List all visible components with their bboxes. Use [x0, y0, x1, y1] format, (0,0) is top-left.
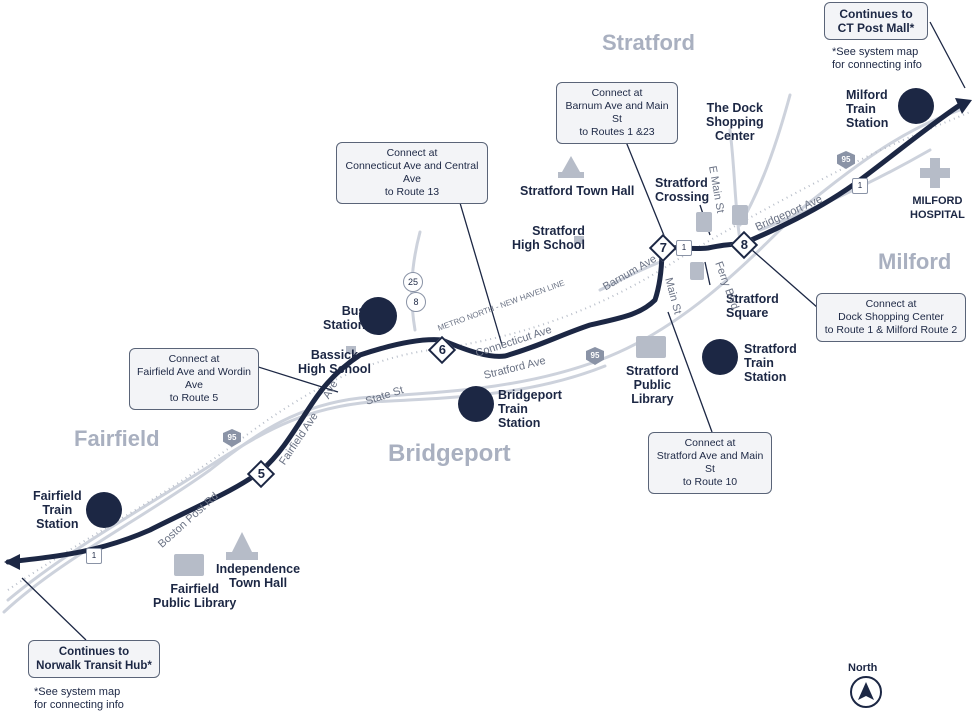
milford-hospital-cross-h [920, 168, 950, 178]
place-dock: The Dock Shopping Center [706, 101, 764, 143]
barnum-road [598, 260, 662, 292]
place-stratford-train: Stratford Train Station [744, 342, 797, 384]
city-stratford: Stratford [602, 30, 695, 55]
rt25-shield: 25 [403, 272, 423, 292]
place-milford-train: Milford Train Station [846, 88, 889, 130]
leader-ct-ave [454, 185, 503, 346]
leader-stratford-ave [667, 311, 713, 433]
place-stratford-crossing: Stratford Crossing [655, 176, 710, 204]
place-fairfield-train: Fairfield Train Station [33, 489, 82, 531]
place-bridgeport-train: Bridgeport Train Station [498, 388, 562, 430]
i95-shield-fairfield: 95 [223, 429, 241, 447]
dock-building [732, 205, 748, 225]
bridgeport-train-icon [458, 386, 494, 422]
place-bassick: Bassick High School [298, 348, 371, 376]
callout-ct-post: Continues to CT Post Mall* [824, 2, 928, 40]
callout-dock: Connect at Dock Shopping Center to Route… [816, 293, 966, 342]
stratford-train-icon [702, 339, 738, 375]
fairfield-library-book [174, 554, 204, 576]
city-milford: Milford [878, 249, 952, 274]
city-fairfield: Fairfield [74, 426, 160, 451]
stop-7-number: 7 [659, 240, 667, 256]
leader-dock [751, 249, 819, 309]
rt8-shield: 8 [406, 292, 426, 312]
metro-north-rail [7, 111, 971, 591]
leader-norwalk [21, 577, 87, 641]
bus-station-icon [359, 297, 397, 335]
place-fairfield-library: Fairfield Public Library [153, 582, 237, 610]
stop-8-number: 8 [740, 237, 748, 253]
i95-shield-stratford: 95 [586, 347, 604, 365]
us1-shield-stratford: 1 [676, 240, 692, 256]
stratford-library-book [636, 336, 666, 358]
crossing-building [696, 212, 712, 232]
flag-bassick [346, 346, 356, 354]
callout-ct-ave: Connect at Connecticut Ave and Central A… [336, 142, 488, 204]
callout-stratford-ave: Connect at Stratford Ave and Main St to … [648, 432, 772, 494]
i95-road-2 [6, 364, 607, 602]
flag-stratford-hs [574, 236, 584, 244]
note-ct-post: *See system map for connecting info [832, 46, 922, 71]
place-stratford-town-hall: Stratford Town Hall [520, 184, 635, 198]
place-stratford-library: Stratford Public Library [626, 364, 679, 406]
place-stratford-square: Stratford Square [726, 292, 779, 320]
callout-barnum: Connect at Barnum Ave and Main St to Rou… [556, 82, 678, 144]
square-building [690, 262, 704, 280]
e-main-road [728, 128, 742, 242]
town-hall-stratford [558, 156, 584, 178]
town-hall-independence [226, 532, 258, 560]
i95-shield-milford: 95 [837, 151, 855, 169]
stop-6-number: 6 [438, 342, 446, 358]
place-milford-hospital: MILFORD HOSPITAL [910, 195, 965, 221]
north-label: North [848, 662, 878, 674]
leader-ct-post [929, 21, 966, 89]
stop-5-number: 5 [257, 466, 265, 482]
milford-train-icon [898, 88, 934, 124]
bus-route-arrow-east [955, 98, 972, 114]
callout-norwalk: Continues to Norwalk Transit Hub* [28, 640, 160, 678]
note-norwalk: *See system map for connecting info [34, 686, 124, 711]
leader-fairfield [251, 364, 339, 393]
callout-fairfield: Connect at Fairfield Ave and Wordin Ave … [129, 348, 259, 410]
bus-route-arrow-west [4, 554, 20, 570]
city-bridgeport: Bridgeport [388, 440, 511, 467]
place-independence: Independence Town Hall [216, 562, 301, 590]
fairfield-train-icon [86, 492, 122, 528]
leader-square [704, 261, 711, 286]
place-stratford-hs: Stratford High School [512, 224, 585, 252]
north-arrow [858, 682, 874, 700]
us1-shield-milford: 1 [852, 178, 868, 194]
us1-shield-fairfield: 1 [86, 548, 102, 564]
